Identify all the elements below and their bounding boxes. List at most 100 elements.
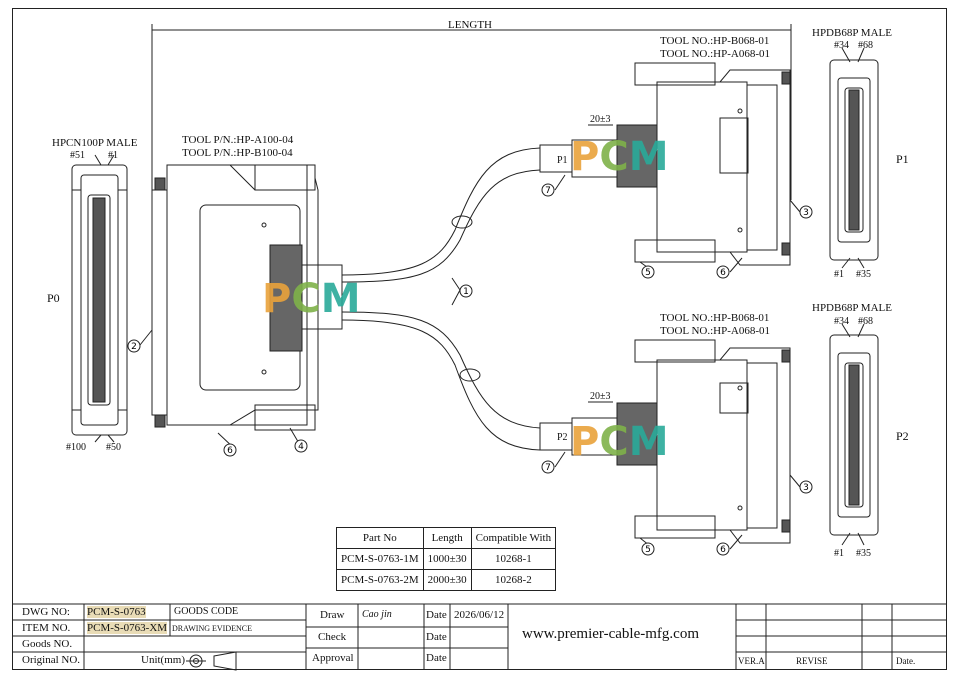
p2-plug-label: P2 — [557, 432, 568, 443]
callout-2: 2 — [131, 342, 137, 352]
part-spec-table: Part No Length Compatible With PCM-S-076… — [336, 527, 557, 591]
goods-code-label: GOODS CODE — [174, 606, 239, 617]
callout-5-p2-circle — [641, 542, 655, 556]
table-header: Length — [422, 527, 472, 549]
leader-6-p2 — [729, 534, 743, 550]
callout-5-p2: 5 — [645, 545, 651, 555]
p2-pin-1: #1 — [834, 548, 844, 559]
callout-7-p2: 7 — [545, 463, 551, 473]
p0-title: HPCN100P MALE — [52, 137, 138, 149]
callout-6-p2-circle — [716, 542, 730, 556]
pcm-watermark-p1: PCM — [570, 134, 669, 180]
p0-label: P0 — [47, 291, 60, 305]
approval-label: Approval — [312, 652, 354, 664]
p2-tool-a: TOOL NO.:HP-A068-01 — [660, 325, 770, 337]
p2-front-view — [829, 334, 879, 536]
draw-date: 2026/06/12 — [454, 609, 505, 621]
callout-5-p1: 5 — [645, 268, 651, 278]
dwg-no-label: DWG NO: — [22, 606, 70, 618]
leader-7-p1 — [554, 174, 566, 191]
table-cell: 10268-1 — [470, 548, 557, 570]
table-header: Compatible With — [470, 527, 557, 549]
draw-name: Cao jin — [362, 609, 392, 620]
p0-pin-leaders — [94, 154, 115, 443]
p1-tool-b: TOOL NO.:HP-B068-01 — [660, 35, 769, 47]
table-cell: PCM-S-0763-1M — [336, 548, 424, 570]
cable-harness — [341, 147, 541, 451]
callout-6-p2: 6 — [720, 545, 726, 555]
p0-pin-1: #1 — [108, 150, 118, 161]
callout-7-p2-circle — [541, 460, 555, 474]
p0-pin-100: #100 — [66, 442, 86, 453]
table-cell: PCM-S-0763-2M — [336, 569, 424, 591]
date-label-1: Date — [426, 609, 447, 621]
p0-tool-b: TOOL P/N.:HP-B100-04 — [182, 147, 293, 159]
pcm-watermark-p2: PCM — [570, 419, 669, 465]
item-no-label: ITEM NO. — [22, 622, 71, 634]
p0-tool-a: TOOL P/N.:HP-A100-04 — [182, 134, 294, 146]
p1-pin-1: #1 — [834, 269, 844, 280]
p1-front-view — [829, 59, 879, 261]
p2-dim: 20±3 — [590, 391, 611, 402]
callout-4: 4 — [298, 442, 304, 452]
callout-5-p1-circle — [641, 265, 655, 279]
dwg-no-value: PCM-S-0763 — [87, 606, 146, 618]
callout-1: 1 — [463, 287, 469, 297]
callout-4-circle — [294, 439, 308, 453]
table-cell: 2000±30 — [422, 569, 472, 591]
leader-7-p2 — [554, 451, 566, 468]
p1-pin-leaders — [841, 47, 865, 269]
callout-6-left: 6 — [227, 446, 233, 456]
p1-pin-35: #35 — [856, 269, 871, 280]
date2-label: Date. — [896, 656, 916, 666]
callout-1-circle — [459, 284, 473, 298]
p1-side-view — [539, 62, 791, 266]
table-header: Part No — [336, 527, 424, 549]
callout-2-circle — [127, 339, 141, 353]
p0-front-view — [71, 164, 128, 436]
p0-pin-51: #51 — [70, 150, 85, 161]
p2-pin-leaders — [841, 323, 865, 546]
leader-6-p1 — [729, 257, 743, 273]
p1-pin-34: #34 — [834, 40, 849, 51]
leader-2 — [139, 329, 153, 346]
unit-label: Unit(mm) — [141, 654, 185, 666]
p2-pin-34: #34 — [834, 316, 849, 327]
callout-6-left-circle — [223, 443, 237, 457]
leader-3-p2 — [789, 474, 801, 488]
p2-title: HPDB68P MALE — [812, 302, 892, 314]
leader-1 — [451, 277, 461, 306]
callout-7-p1: 7 — [545, 186, 551, 196]
table-row: PCM-S-0763-1M 1000±30 10268-1 — [336, 548, 557, 570]
p1-plug-label: P1 — [557, 155, 568, 166]
callout-6-p1: 6 — [720, 268, 726, 278]
callout-6-p1-circle — [716, 265, 730, 279]
p1-dim: 20±3 — [590, 114, 611, 125]
original-no-label: Original NO. — [22, 654, 81, 666]
callout-3-p2: 3 — [803, 483, 809, 493]
leader-3-p1 — [789, 199, 801, 213]
p1-tool-a: TOOL NO.:HP-A068-01 — [660, 48, 770, 60]
callout-7-p1-circle — [541, 183, 555, 197]
revise-label: REVISE — [796, 656, 828, 666]
ver-label: VER.A — [738, 656, 765, 666]
p0-pin-50: #50 — [106, 442, 121, 453]
p1-title: HPDB68P MALE — [812, 27, 892, 39]
p2-side-view — [539, 339, 791, 544]
p1-pin-68: #68 — [858, 40, 873, 51]
callout-3-p2-circle — [799, 480, 813, 494]
p2-pin-68: #68 — [858, 316, 873, 327]
check-label: Check — [318, 631, 347, 643]
p2-label: P2 — [896, 429, 909, 443]
length-label: LENGTH — [448, 19, 492, 31]
p2-tool-b: TOOL NO.:HP-B068-01 — [660, 312, 769, 324]
p2-pin-35: #35 — [856, 548, 871, 559]
p1-label: P1 — [896, 152, 909, 166]
item-no-value: PCM-S-0763-XM — [87, 622, 168, 634]
callout-3-p1: 3 — [803, 208, 809, 218]
date-label-3: Date — [426, 652, 447, 664]
callout-3-p1-circle — [799, 205, 813, 219]
date-label-2: Date — [426, 631, 447, 643]
table-cell: 1000±30 — [422, 548, 472, 570]
